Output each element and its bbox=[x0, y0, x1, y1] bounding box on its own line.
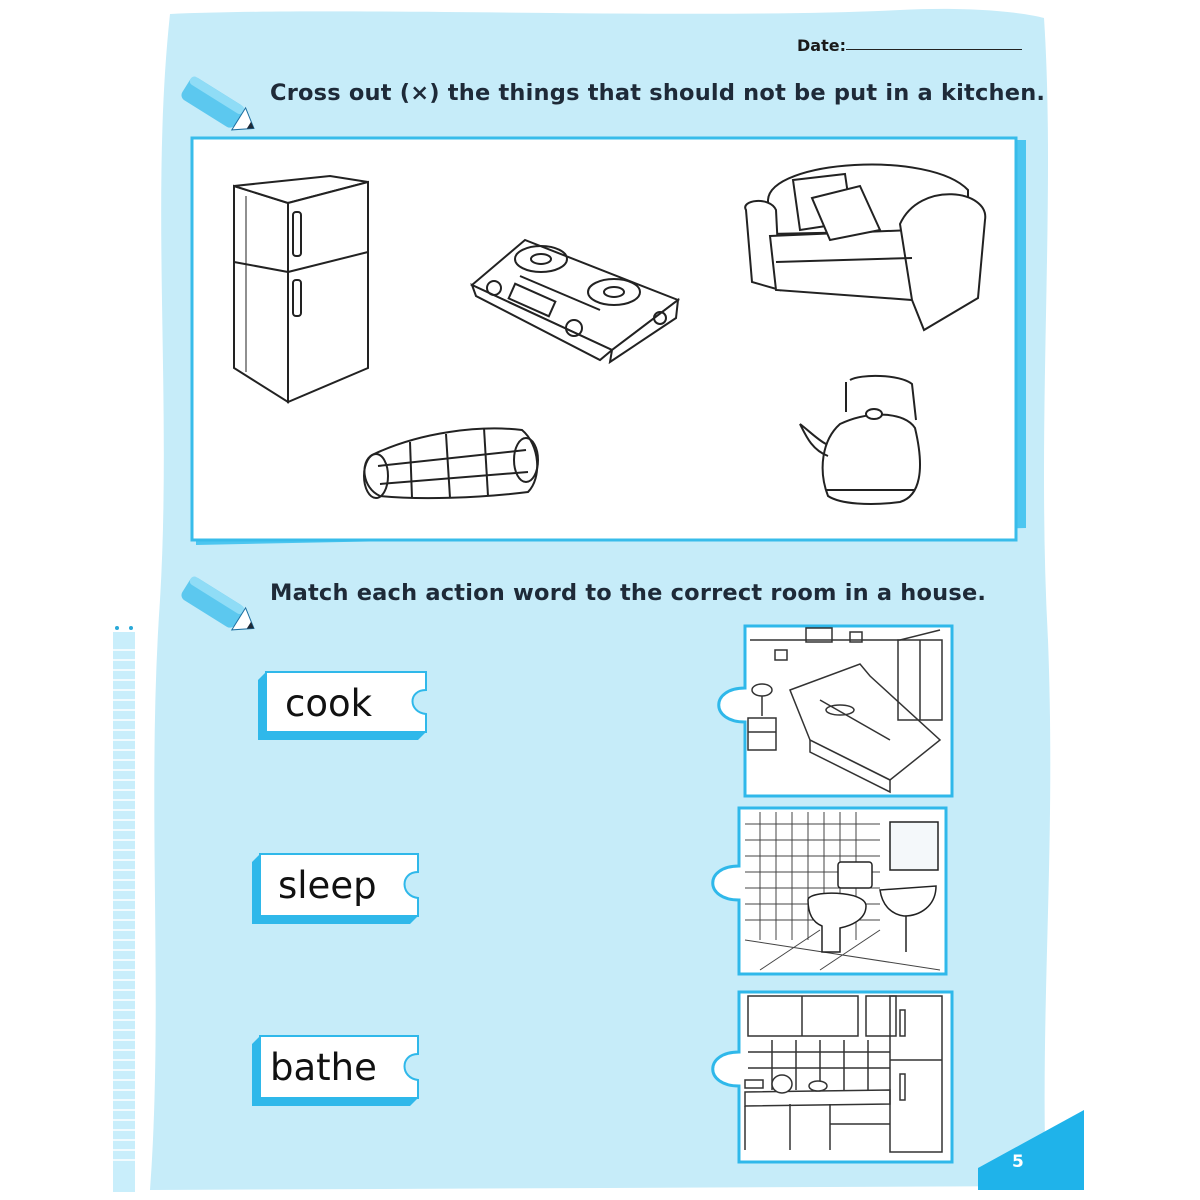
room-tile-bathroom bbox=[711, 806, 948, 976]
word-cook[interactable]: cook bbox=[285, 682, 373, 725]
sofa-image bbox=[744, 163, 987, 332]
word-sleep[interactable]: sleep bbox=[278, 864, 377, 907]
pencil-icon bbox=[181, 76, 255, 131]
pencil-icon bbox=[181, 576, 255, 631]
strip-dot bbox=[115, 626, 119, 630]
date-input-line[interactable] bbox=[846, 49, 1022, 50]
strip-dot bbox=[129, 626, 133, 630]
word-tile-sleep-shape bbox=[252, 853, 419, 924]
kettle-image bbox=[799, 374, 921, 505]
instruction-match: Match each action word to the correct ro… bbox=[270, 580, 987, 606]
instruction-cross-out: Cross out (×) the things that should not… bbox=[270, 80, 1046, 106]
side-strip bbox=[113, 632, 135, 1192]
bolster-pillow-image bbox=[363, 427, 539, 500]
page-number: 5 bbox=[1012, 1152, 1024, 1172]
word-tile-bathe-shape bbox=[252, 1035, 419, 1106]
word-tile-cook-shape bbox=[258, 671, 427, 740]
room-tile-kitchen bbox=[711, 990, 954, 1164]
gas-stove-image bbox=[470, 238, 681, 365]
date-label: Date: bbox=[797, 36, 846, 55]
refrigerator-image bbox=[233, 174, 369, 404]
side-strip-lines bbox=[113, 649, 135, 1161]
room-tile-bedroom bbox=[717, 624, 954, 798]
word-bathe[interactable]: bathe bbox=[270, 1046, 377, 1089]
page-number-tab bbox=[978, 1110, 1084, 1190]
